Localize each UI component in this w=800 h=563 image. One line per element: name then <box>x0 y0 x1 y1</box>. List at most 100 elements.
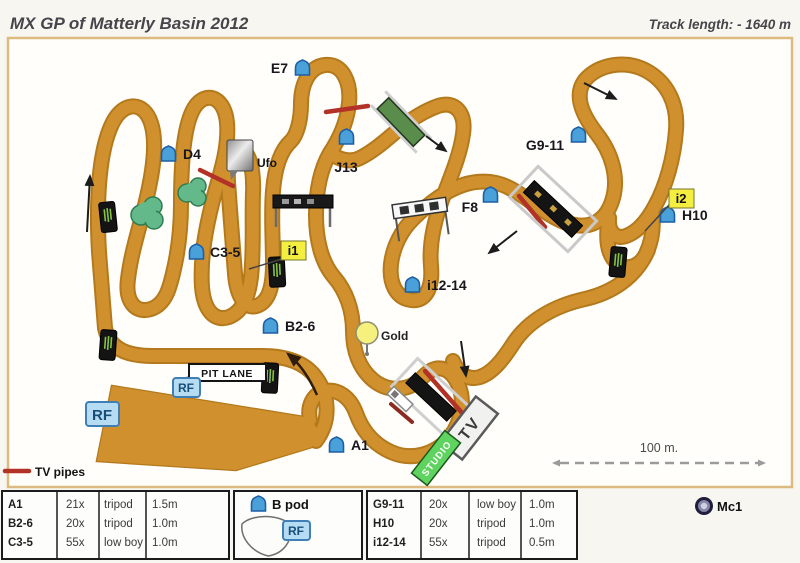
table-cell: 0.5m <box>529 537 555 549</box>
table-cell: i12-14 <box>373 537 406 549</box>
overhead-banner-icon <box>272 194 334 227</box>
table-cell: 20x <box>66 518 85 530</box>
camera-pod-icon <box>338 128 355 145</box>
ufo-icon <box>226 139 254 172</box>
camera-pod-icon <box>262 317 279 334</box>
table-cell: 1.5m <box>152 499 178 511</box>
pod-label-c3-5: C3-5 <box>210 244 241 260</box>
legend-left-table: A1 21x tripod 1.5m B2-6 20x tripod 1.0m … <box>1 490 230 560</box>
tv-pipe-line <box>389 402 414 424</box>
table-cell: tripod <box>104 518 133 530</box>
legend-right-table: G9-11 20x low boy 1.0m H10 20x tripod 1.… <box>366 490 578 560</box>
table-cell: 1.0m <box>152 537 178 549</box>
tv-pipe-line <box>197 167 236 189</box>
energy-can-icon <box>98 328 118 362</box>
table-cell: tripod <box>104 499 133 511</box>
pod-label-a1: A1 <box>351 437 369 453</box>
table-cell: 1.0m <box>529 499 555 511</box>
table-cell: 55x <box>429 537 448 549</box>
table-cell: H10 <box>373 518 394 530</box>
white-gantry-icon <box>391 196 450 242</box>
tree-icon <box>130 196 164 230</box>
rf-badge <box>85 401 120 427</box>
camera-pod-icon <box>482 186 499 203</box>
tag-i1 <box>280 240 307 261</box>
page-title: MX GP of Matterly Basin 2012 <box>10 14 249 33</box>
mc1-label: Mc1 <box>717 499 742 514</box>
camera-pod-icon <box>404 276 421 293</box>
table-cell: B2-6 <box>8 518 33 530</box>
energy-can-icon <box>97 200 119 234</box>
table-cell: tripod <box>477 537 506 549</box>
table-cell: 1.0m <box>152 518 178 530</box>
mc1-marker: Mc1 <box>695 497 742 515</box>
camera-pod-icon <box>188 243 205 260</box>
direction-arrow <box>583 82 618 100</box>
gold-marker: Gold <box>355 321 408 356</box>
tv-pipes-legend: TV pipes <box>2 465 85 479</box>
tag-i2-label: i2 <box>676 191 687 206</box>
camera-pod-icon <box>294 59 311 76</box>
direction-arrow <box>487 230 518 255</box>
bridge-icon <box>369 90 433 154</box>
tag-leader-line <box>248 258 283 270</box>
scale-bar: 100 m. <box>552 441 766 467</box>
rf-badge <box>172 377 201 398</box>
table-cell: G9-11 <box>373 499 405 511</box>
camera-pod-icon <box>570 126 587 143</box>
bpod-label: B pod <box>272 497 309 512</box>
camera-pod-icon <box>328 436 345 453</box>
direction-arrow <box>84 174 95 233</box>
table-cell: 20x <box>429 499 448 511</box>
table-cell: low boy <box>477 499 516 511</box>
direction-arrow <box>459 340 470 378</box>
tv-pipes-label: TV pipes <box>35 465 85 479</box>
track-length-label: Track length: - 1640 m <box>649 17 791 32</box>
ufo-label: Ufo <box>257 156 277 170</box>
pit-lane-label: PIT LANE <box>201 368 253 380</box>
pod-label-g9-11: G9-11 <box>526 137 564 153</box>
tag-leader-line <box>644 204 670 232</box>
camera-pod-icon <box>659 206 676 223</box>
table-cell: low boy <box>104 537 143 549</box>
tag-i1-label: i1 <box>288 243 299 258</box>
rf-badge-label: RF <box>178 381 194 395</box>
pod-label-d4: D4 <box>183 146 201 162</box>
rf-badges: RF RF <box>85 377 201 427</box>
table-cell: 20x <box>429 518 448 530</box>
table-cell: A1 <box>8 499 23 511</box>
yellow-tags: i1 i2 <box>248 188 695 270</box>
table-cell: 1.0m <box>529 518 555 530</box>
finish-gantry-icon <box>507 164 599 254</box>
ufo-structure: Ufo <box>226 139 277 180</box>
camera-pod-icon <box>160 145 177 162</box>
rf-badge-label: RF <box>288 524 304 538</box>
curved-direction-arrow <box>286 352 319 396</box>
pod-label-j13: J13 <box>334 159 358 175</box>
table-cell: tripod <box>477 518 506 530</box>
rf-pod-dish-icon <box>241 515 292 557</box>
tree-icon <box>177 177 207 207</box>
camera-pods: E7 D4 J13 C3-5 B2-6 F8 G9-11 i12-14 H10 … <box>160 59 708 453</box>
table-cell: 21x <box>66 499 85 511</box>
table-cell: C3-5 <box>8 537 34 549</box>
ufo-icon-tail <box>230 171 238 180</box>
direction-arrow <box>425 135 448 153</box>
tag-i2 <box>668 188 695 209</box>
legend-bpod-box: B pod RF <box>233 490 363 560</box>
tv-pipe-line <box>516 193 548 230</box>
gold-label: Gold <box>381 329 408 343</box>
pit-lane-sign <box>188 363 267 382</box>
trees <box>130 177 207 230</box>
gold-balloon-icon <box>355 321 379 345</box>
pod-label-i12-14: i12-14 <box>427 277 467 293</box>
pod-label-b2-6: B2-6 <box>285 318 316 334</box>
rf-badge-label: RF <box>92 407 112 424</box>
tv-pipes <box>197 103 548 424</box>
pod-label-f8: F8 <box>462 199 479 215</box>
direction-arrows <box>84 82 618 396</box>
rf-badge <box>282 520 311 541</box>
camera-pod-icon <box>250 495 267 512</box>
